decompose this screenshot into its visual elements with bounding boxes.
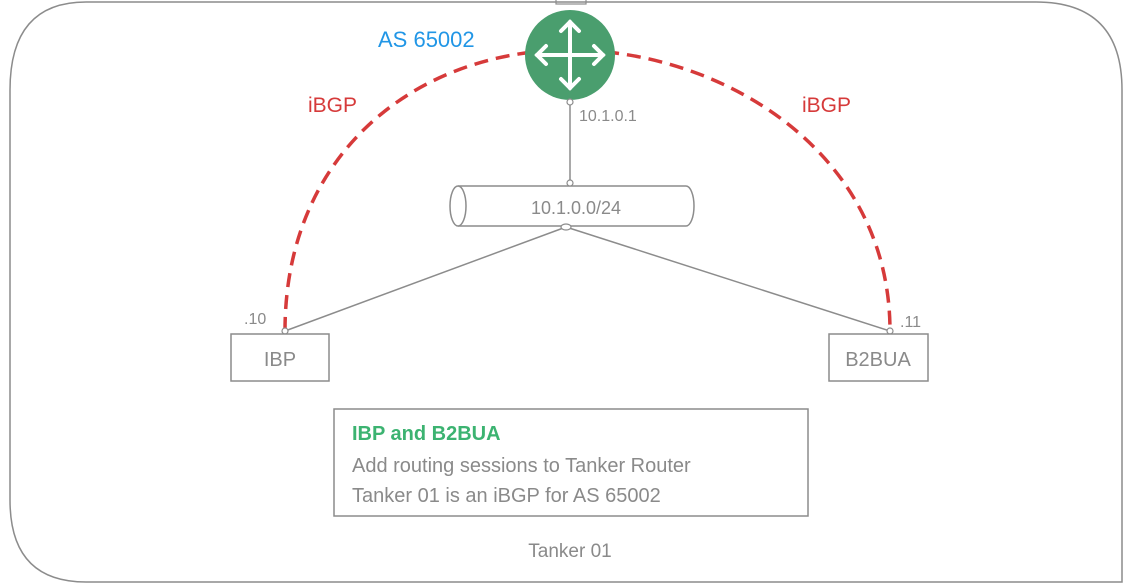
router-icon[interactable]	[525, 10, 615, 100]
network-bottom-port	[560, 223, 572, 231]
ibp-port	[281, 327, 289, 335]
info-box	[333, 408, 809, 517]
tanker-container	[9, 1, 1123, 583]
b2bua-node-label: B2BUA	[845, 349, 911, 371]
network-cylinder	[449, 185, 695, 227]
info-box-line-2: Tanker 01 is an iBGP for AS 65002	[352, 485, 661, 507]
b2bua-host-suffix: .11	[900, 314, 921, 331]
info-box-line-1: Add routing sessions to Tanker Router	[352, 455, 691, 477]
ibp-node[interactable]	[230, 333, 330, 382]
network-to-b2bua-link	[565, 226, 891, 332]
router-top-port	[555, 0, 587, 5]
network-to-ibp-link	[284, 226, 567, 332]
ibp-node-label: IBP	[264, 349, 296, 371]
container-label: Tanker 01	[528, 541, 611, 562]
network-subnet-label: 10.1.0.0/24	[531, 198, 621, 218]
as-label: AS 65002	[378, 27, 475, 52]
network-top-port	[566, 179, 574, 187]
ibgp-left-label: iBGP	[308, 94, 357, 117]
b2bua-node[interactable]	[828, 333, 929, 382]
b2bua-port	[886, 327, 894, 335]
router-ip-label: 10.1.0.1	[579, 108, 637, 125]
router-port	[566, 98, 574, 106]
info-box-title: IBP and B2BUA	[352, 423, 501, 445]
ibgp-right-label: iBGP	[802, 94, 851, 117]
ibp-host-suffix: .10	[244, 311, 266, 328]
